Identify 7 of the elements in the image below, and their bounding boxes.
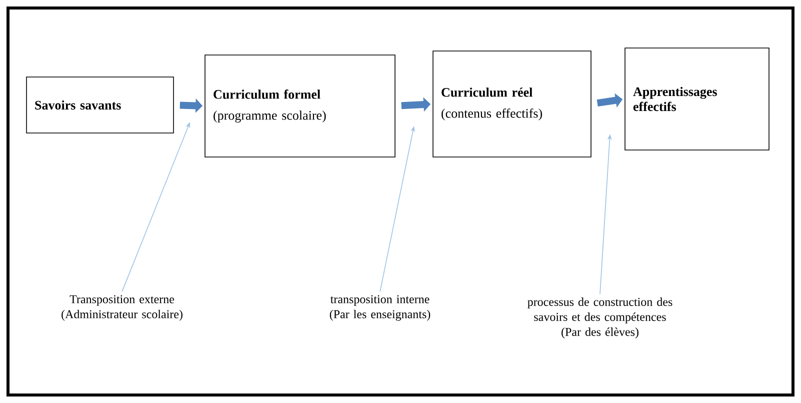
process-box: Curriculum formel (programme scolaire) (204, 54, 396, 158)
process-box: Apprentissages effectifs (624, 48, 770, 150)
process-box: Curriculum réel (contenus effectifs) (432, 50, 592, 158)
annotation-text: processus de construction des savoirs et des compétences (Par des élèves) (528, 298, 672, 338)
annotation-text: transposition interne (Par les enseignants) (330, 295, 430, 321)
process-box: Savoirs savants (26, 76, 174, 134)
annotation-text: Transposition externe (Administrateur scolaire) (62, 295, 182, 321)
